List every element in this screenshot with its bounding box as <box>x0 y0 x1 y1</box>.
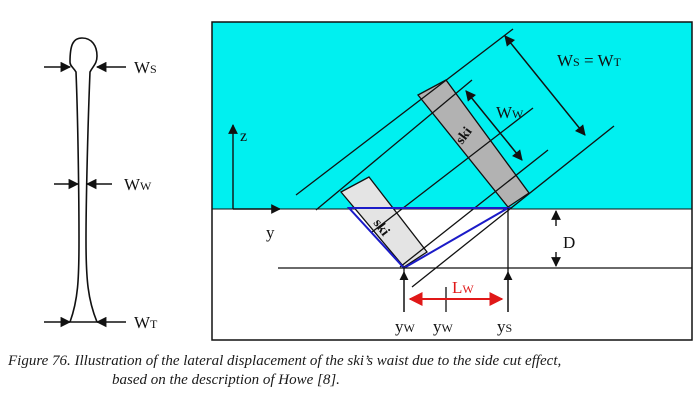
cross-section-diagram: ski ski WS = WT WW z y D LW yW yW <box>211 21 693 341</box>
z-axis-label: z <box>240 128 247 145</box>
lw-label: LW <box>452 278 474 297</box>
label-ws: WS <box>134 58 157 77</box>
label-ws-eq-wt: WS = WT <box>557 51 622 70</box>
caption-line1: Figure 76. Illustration of the lateral d… <box>8 353 562 369</box>
ski-outline <box>68 37 99 323</box>
figure-76: WS WW WT ski ski WS = WT WW <box>44 21 693 341</box>
yw2-label: yW <box>433 317 454 336</box>
diagram-frame <box>211 21 693 341</box>
label-wt: WT <box>134 313 158 332</box>
ski-plan-view: WS WW WT <box>44 37 158 332</box>
depth-label: D <box>563 233 575 252</box>
ys-label: yS <box>497 317 512 336</box>
label-ww-right: WW <box>496 103 524 122</box>
label-ww: WW <box>124 175 152 194</box>
figure-caption: Figure 76. Illustration of the lateral d… <box>8 352 694 390</box>
yw1-label: yW <box>395 317 416 336</box>
y-axis-label: y <box>266 223 275 242</box>
caption-line2: based on the description of Howe [8]. <box>112 372 340 388</box>
displacement-triangle <box>346 207 512 270</box>
